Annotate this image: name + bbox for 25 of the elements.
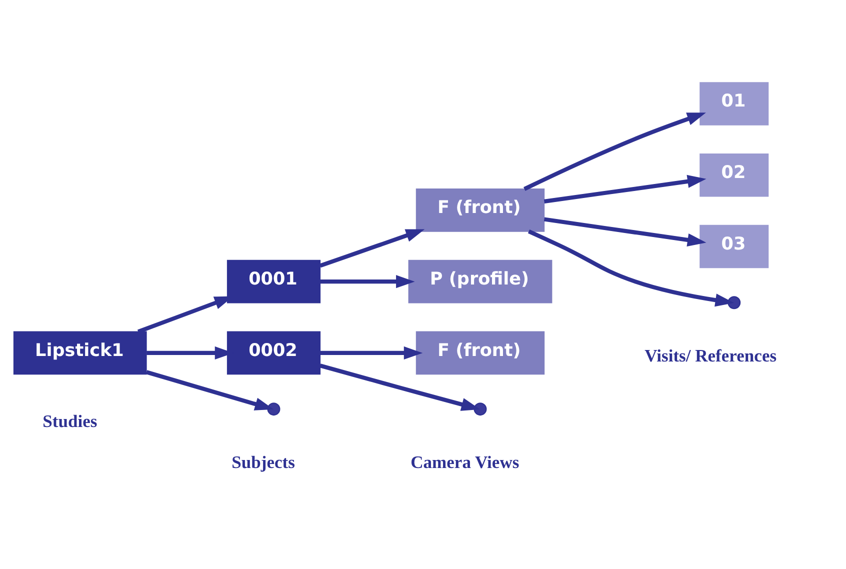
arrow (523, 112, 706, 191)
label: Subjects (231, 452, 294, 472)
node-box: 02 (699, 153, 768, 197)
node-dots (473, 402, 486, 416)
node-box: Lipstick1 (12, 331, 146, 375)
node-box: 0001 (226, 260, 320, 304)
node-box: 0002 (226, 331, 320, 375)
arrow (319, 229, 424, 268)
label: Visits/ References (644, 346, 776, 366)
node-box: P (profile) (408, 260, 552, 304)
arrow (543, 174, 706, 204)
node-dots (266, 402, 280, 416)
arrow (543, 217, 706, 246)
arrow (146, 370, 274, 410)
node-box: F (front) (415, 331, 544, 375)
label: Camera Views (410, 452, 519, 472)
arrow (320, 346, 422, 360)
node-box: 01 (699, 82, 768, 126)
arrow (320, 275, 414, 288)
node-box: F (front) (415, 188, 544, 232)
arrow (527, 230, 734, 307)
node-dots (727, 296, 740, 310)
node-box: 03 (699, 224, 768, 268)
label: Studies (42, 411, 97, 432)
arrow (319, 364, 480, 411)
